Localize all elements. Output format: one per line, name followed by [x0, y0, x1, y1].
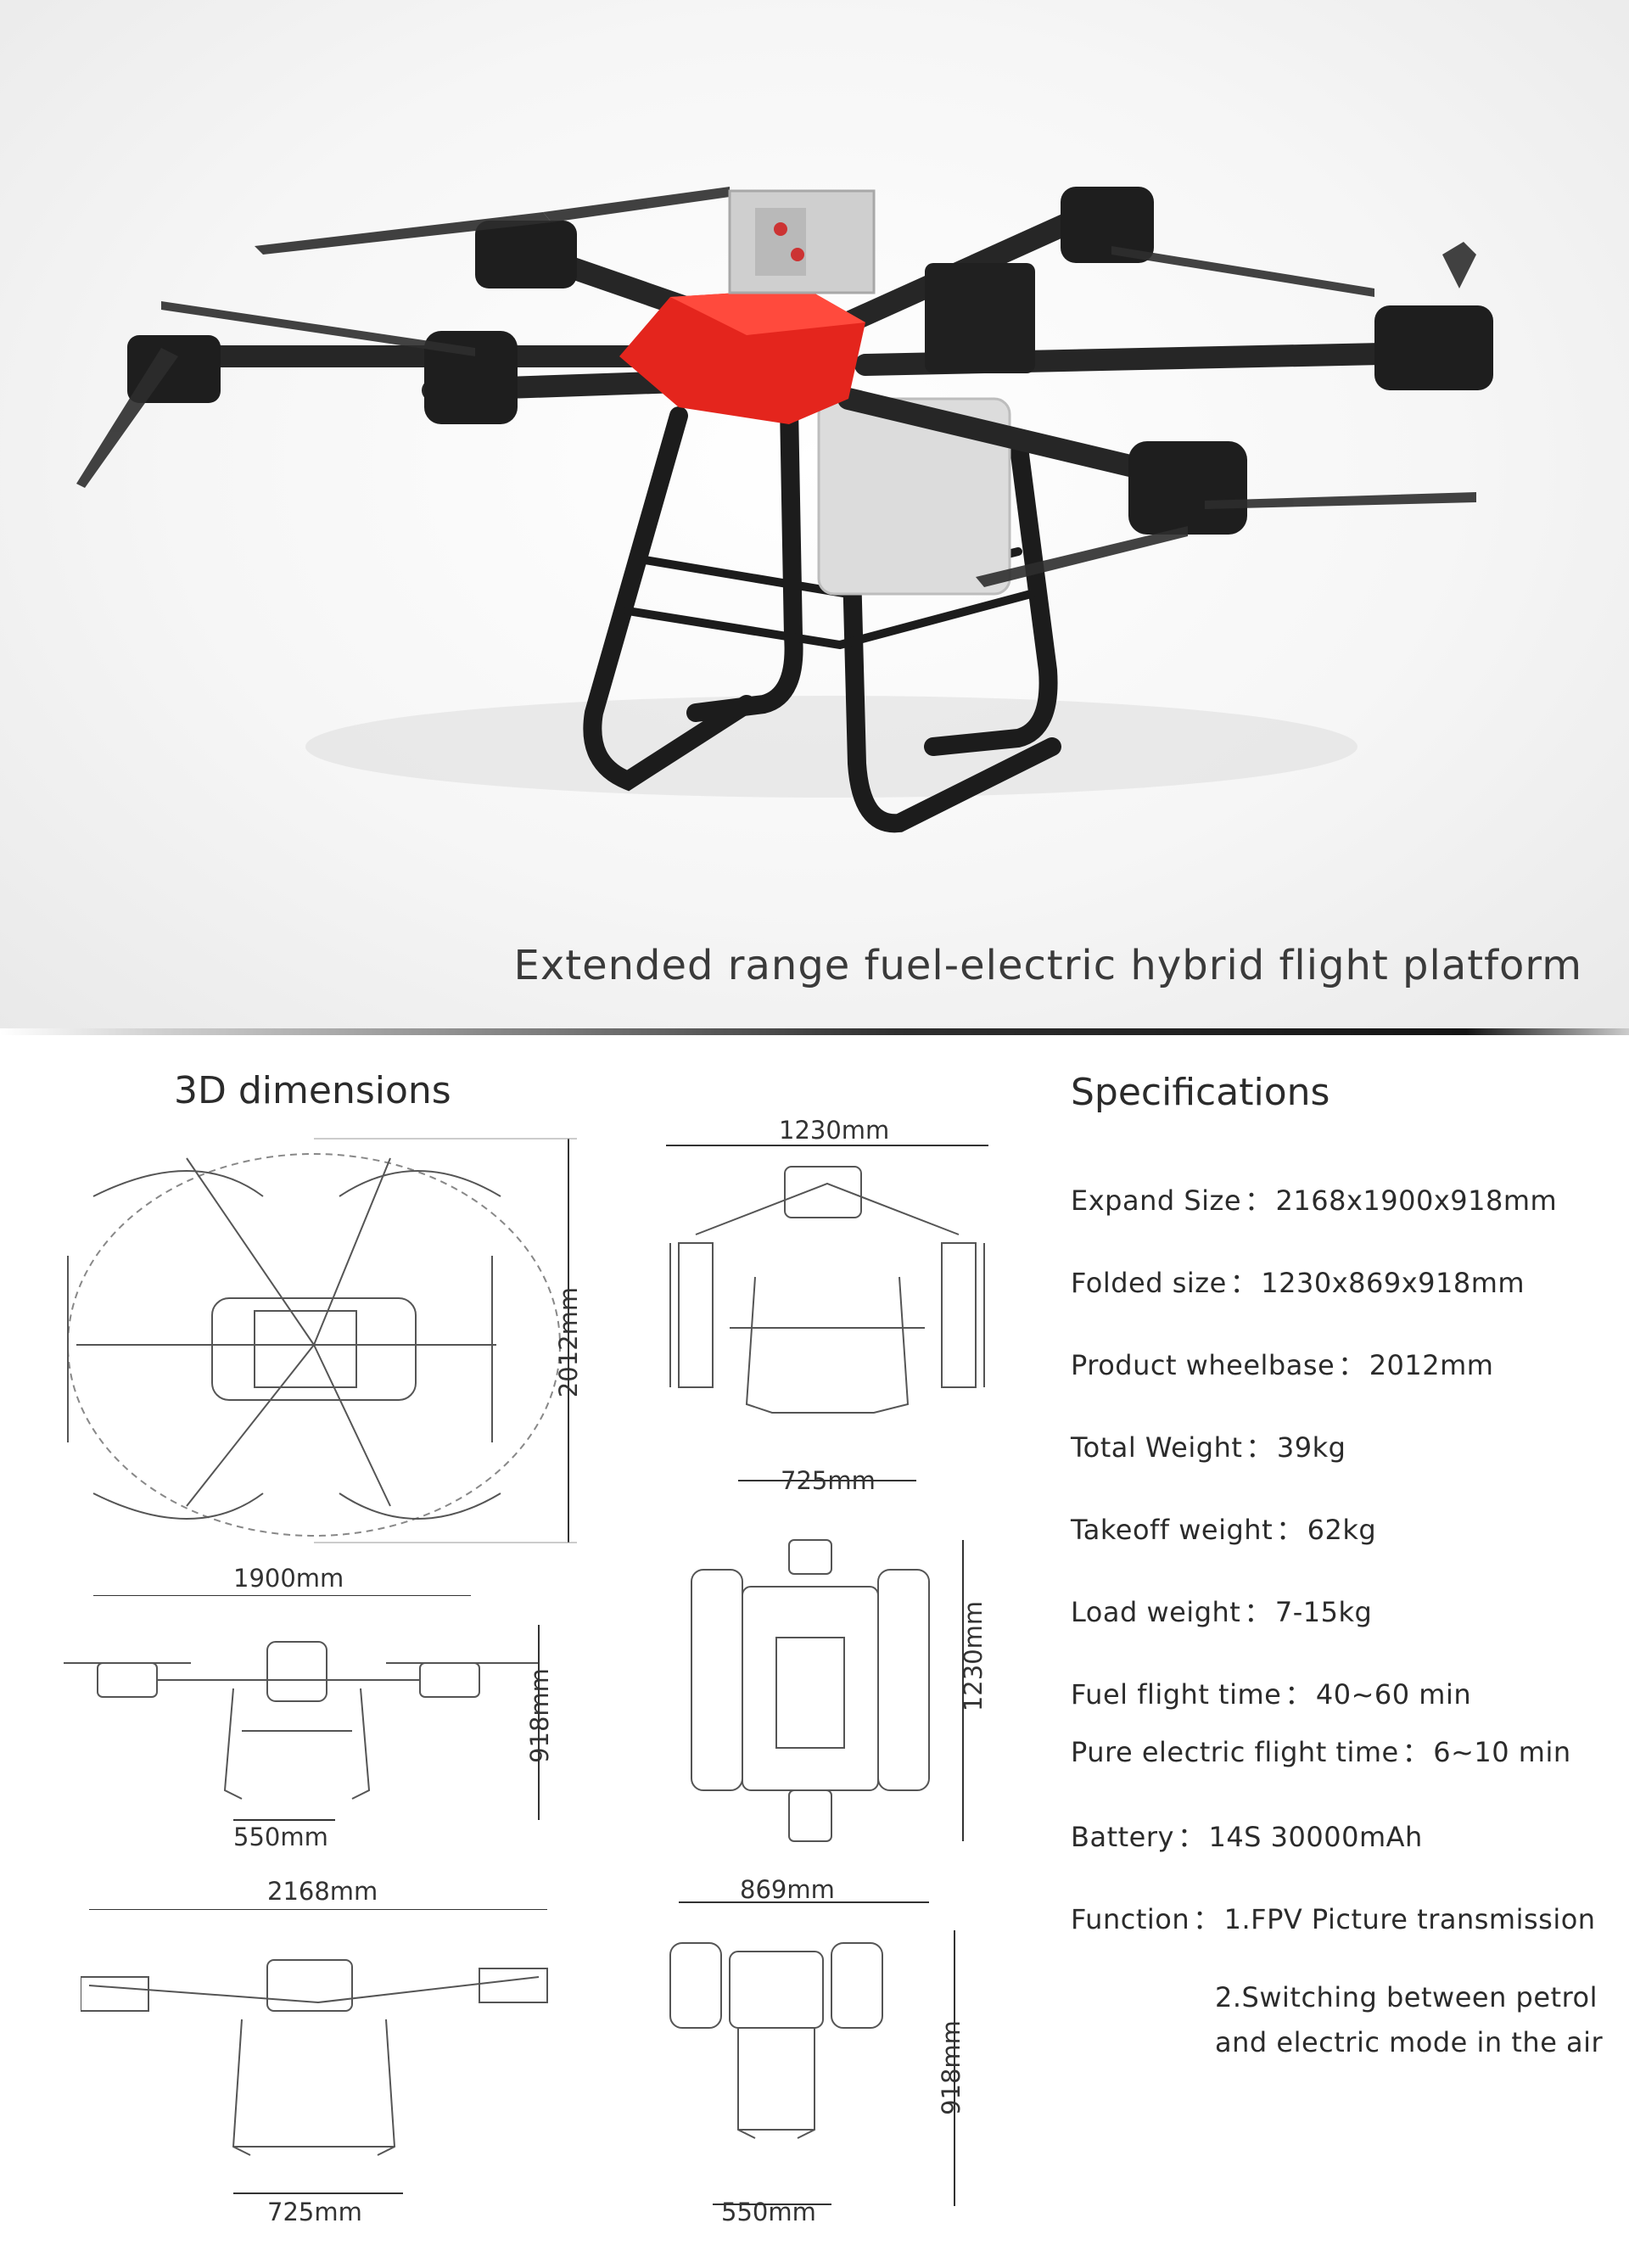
- side-view-drawing: [64, 1595, 540, 1821]
- front-gear-label: 725mm: [781, 1466, 876, 1495]
- folded-side-gear-label: 550mm: [721, 2198, 816, 2226]
- spec-function-line-2: 2.Switching between petrol: [1215, 1981, 1598, 2013]
- front-span-label: 2168mm: [267, 1877, 378, 1906]
- drone-render: [76, 187, 1493, 833]
- spec-battery: Battery：14S 30000mAh: [1071, 1821, 1423, 1853]
- folded-top-drawing: [679, 1539, 964, 1903]
- spec-expand-size: Expand Size：2168x1900x918mm: [1071, 1184, 1558, 1217]
- spec-electric-flight-time: Pure electric flight time：6~10 min: [1071, 1736, 1571, 1768]
- specifications-title: Specifications: [1071, 1071, 1330, 1114]
- folded-front-drawing: [666, 1145, 988, 1481]
- spec-function: Function：1.FPV Picture transmission: [1071, 1903, 1596, 1935]
- spec-takeoff-weight: Takeoff weight：62kg: [1071, 1514, 1377, 1546]
- front-width-label: 1230mm: [779, 1116, 890, 1145]
- product-hero: Extended range fuel-electric hybrid flig…: [0, 0, 1629, 1031]
- section-divider: [0, 1028, 1629, 1035]
- top-view-drawing: [67, 1138, 577, 1543]
- spec-function-line-3: and electric mode in the air: [1215, 2026, 1604, 2058]
- front-span-gear-label: 725mm: [267, 2198, 362, 2226]
- dimensions-title: 3D dimensions: [174, 1069, 451, 1112]
- spec-folded-size: Folded size：1230x869x918mm: [1071, 1267, 1525, 1299]
- side-height-label: 918mm: [524, 1668, 554, 1763]
- front-view-drawing: [81, 1909, 548, 2194]
- folded-length-label: 1230mm: [959, 1600, 988, 1712]
- spec-wheelbase: Product wheelbase：2012mm: [1071, 1349, 1494, 1381]
- folded-width-label: 869mm: [740, 1875, 835, 1904]
- spec-fuel-flight-time: Fuel flight time：40~60 min: [1071, 1678, 1472, 1711]
- folded-side-height-label: 918mm: [936, 2020, 966, 2115]
- spec-total-weight: Total Weight：39kg: [1071, 1431, 1346, 1464]
- side-width-label: 1900mm: [233, 1564, 344, 1593]
- hero-caption: Extended range fuel-electric hybrid flig…: [513, 942, 1582, 989]
- spec-load-weight: Load weight：7-15kg: [1071, 1596, 1373, 1628]
- top-height-label: 2012mm: [554, 1286, 584, 1398]
- side-gear-label: 550mm: [233, 1823, 328, 1851]
- folded-side-drawing: [669, 1930, 955, 2206]
